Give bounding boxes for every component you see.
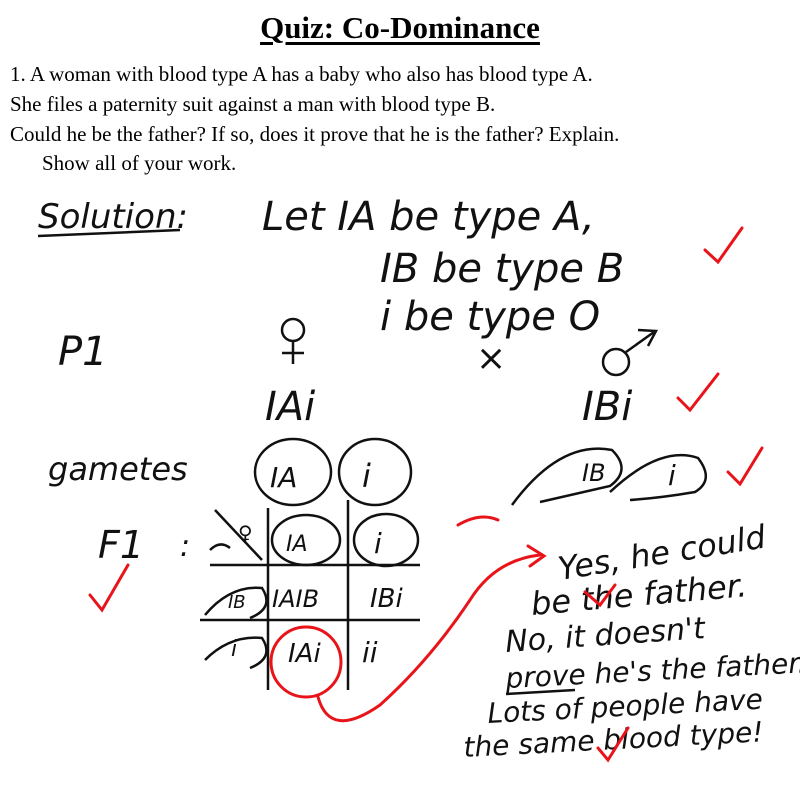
- question-line-4: Show all of your work.: [42, 151, 237, 175]
- p1-label: P1: [58, 329, 108, 375]
- check-mark-gametes: [726, 446, 764, 487]
- punnett-grid: [200, 500, 420, 690]
- female-symbol: [280, 317, 306, 364]
- check-mark-f1: [88, 563, 130, 613]
- punnett-top-i: i: [374, 527, 382, 560]
- gamete-ib: IB: [582, 459, 606, 487]
- arrow-head: [526, 544, 547, 568]
- teacher-marks: [88, 226, 764, 763]
- quiz-title: Quiz: Co-Dominance: [260, 10, 540, 45]
- punnett-cell-ibi: IBi: [370, 584, 404, 614]
- punnett-cell-ii: ii: [362, 636, 378, 669]
- male-symbol: [601, 328, 659, 377]
- gametes-label: gametes: [48, 450, 188, 488]
- check-mark-blood: [596, 726, 630, 763]
- gamete-circle-ia: [253, 437, 333, 507]
- cross-symbol: ×: [476, 338, 506, 379]
- check-mark-answer: [583, 583, 617, 608]
- question-line-3: Could he be the father? If so, does it p…: [10, 122, 620, 146]
- punnett-top-ia: IA: [286, 532, 308, 557]
- gamete-circle-i-mother: [337, 437, 413, 507]
- f1-label: F1: [98, 523, 144, 567]
- solution-underline: [37, 228, 181, 238]
- gamete-i-father: i: [668, 459, 676, 492]
- question-line-1: 1. A woman with blood type A has a baby …: [10, 62, 593, 86]
- gamete-shape-i-father: [609, 454, 707, 502]
- question-line-2: She files a paternity suit against a man…: [10, 92, 496, 116]
- red-mark-gamete: [456, 515, 500, 527]
- gamete-i-mother: i: [362, 457, 371, 495]
- punnett-side-ib: IB: [228, 592, 246, 613]
- punnett-side-i: i: [231, 637, 237, 662]
- definition-type-a: Let IA be type A,: [262, 194, 595, 240]
- definition-type-b: IB be type B: [380, 246, 624, 292]
- punnett-cell-iai: IAi: [288, 639, 321, 669]
- mother-genotype: IAi: [265, 384, 315, 430]
- f1-colon: :: [180, 529, 190, 564]
- circled-offspring: [269, 625, 343, 699]
- punnett-cell-iaib: IAIB: [272, 585, 319, 613]
- check-mark-definitions: [703, 226, 744, 265]
- gamete-ia: IA: [270, 461, 297, 494]
- definition-type-o: i be type O: [380, 294, 600, 340]
- answer-underline: [505, 688, 576, 696]
- arrow-to-answer: [316, 553, 542, 723]
- father-genotype: IBi: [582, 384, 632, 430]
- gamete-shape-ib: [510, 447, 623, 506]
- check-mark-father-genotype: [676, 372, 720, 413]
- female-corner-mark: ♀: [238, 521, 253, 545]
